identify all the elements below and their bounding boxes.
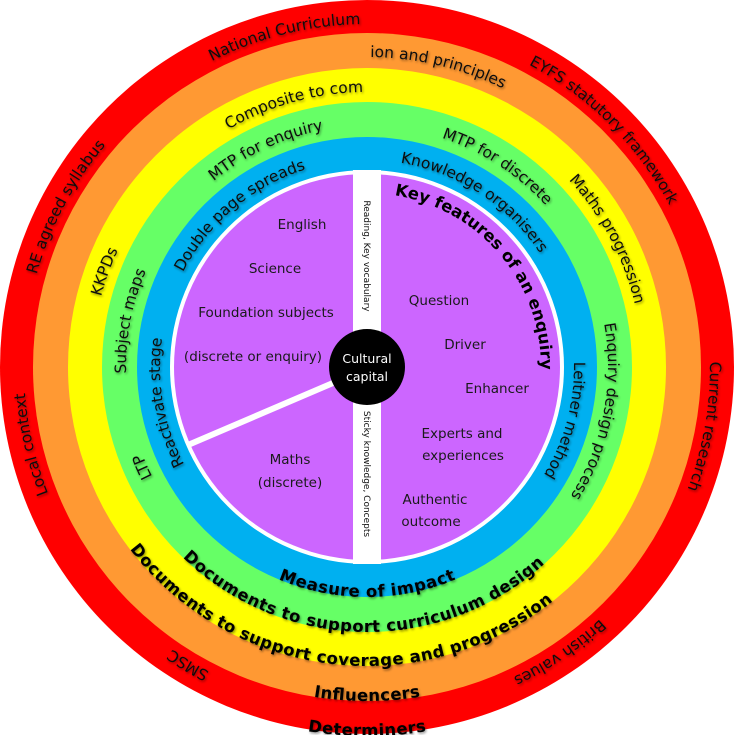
cultural-capital-line1: Cultural <box>342 351 391 366</box>
bottom-bar-label: Sticky knowledge, Concepts <box>361 411 371 537</box>
subject-foundation: Foundation subjects <box>198 305 334 321</box>
cultural-capital-circle <box>329 329 405 405</box>
subject-science: Science <box>249 261 301 277</box>
label-determiners: Determiners <box>307 716 427 735</box>
subject-english: English <box>278 217 327 233</box>
subject-maths-note: (discrete) <box>258 475 322 491</box>
feature-experts: Experts and <box>422 426 503 442</box>
subject-foundation-note: (discrete or enquiry) <box>184 349 322 365</box>
cultural-capital-line2: capital <box>346 369 388 384</box>
feature-experiences: experiences <box>422 448 504 464</box>
maths-divider-line <box>186 377 342 448</box>
feature-enhancer: Enhancer <box>465 381 529 397</box>
label-influencers: Influencers <box>313 682 421 705</box>
feature-driver: Driver <box>444 337 486 353</box>
subject-maths: Maths <box>270 452 311 468</box>
bottom-divider-bar <box>353 384 381 564</box>
feature-outcome: outcome <box>401 514 460 530</box>
feature-authentic: Authentic <box>403 492 468 508</box>
feature-question: Question <box>409 293 469 309</box>
top-bar-label: Reading, Key vocabulary <box>361 200 371 312</box>
top-divider-bar <box>353 170 381 350</box>
